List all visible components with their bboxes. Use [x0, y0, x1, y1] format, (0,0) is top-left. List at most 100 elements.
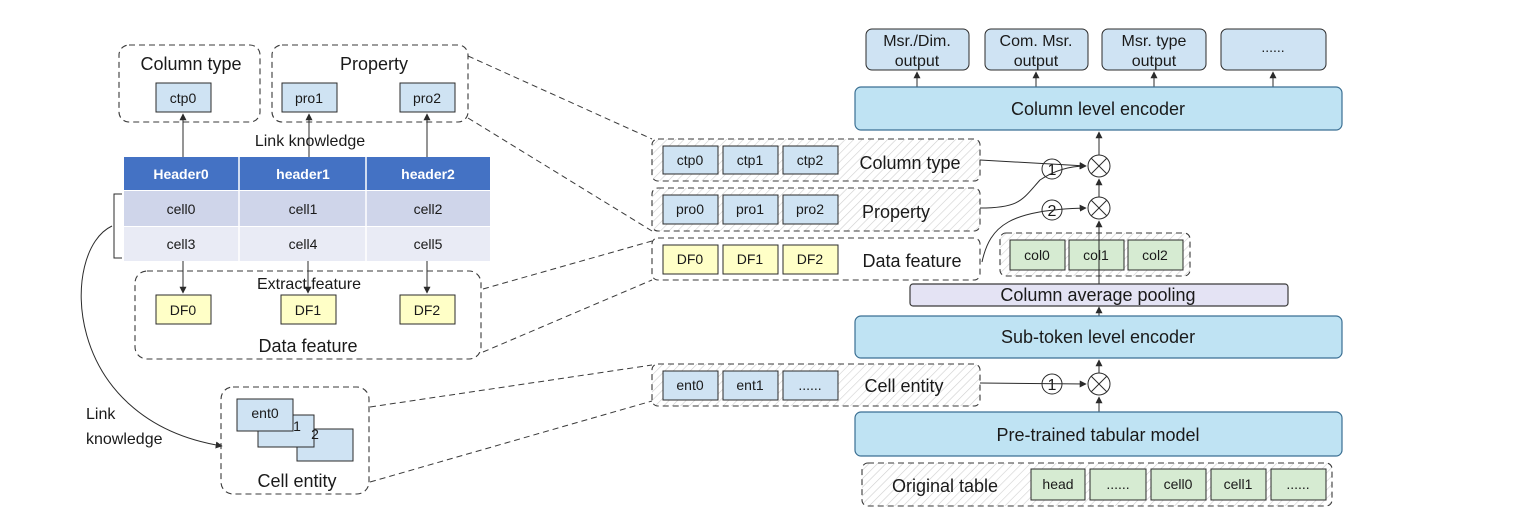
df1-box: [280, 294, 337, 325]
property-group: [271, 44, 469, 123]
mid-df1: [722, 244, 779, 275]
mid-df1-label: DF1: [737, 251, 764, 267]
data-feature-title: Data feature: [258, 336, 357, 356]
table-cell: cell5: [414, 236, 443, 252]
pro2-box: [399, 82, 456, 113]
output-box-com-msr: [984, 28, 1089, 71]
orig-ellipsis1-box: [1089, 468, 1147, 501]
mid-data-feature-group: [651, 237, 981, 281]
orig-cell0-box: [1150, 468, 1207, 501]
mid-data-feature-label: Data feature: [862, 251, 961, 271]
mid-column-type-label: Column type: [859, 153, 960, 173]
mid-pro1-label: pro1: [736, 201, 764, 217]
table-cell: cell1: [289, 201, 318, 217]
sub-token-level-encoder-label: Sub-token level encoder: [1001, 327, 1195, 347]
cell-entity-title: Cell entity: [257, 471, 336, 491]
table-cell: cell0: [167, 201, 196, 217]
output-box-msr-dim: [865, 28, 970, 71]
orig-ellipsis2-box: [1270, 468, 1327, 501]
column-level-encoder-label: Column level encoder: [1011, 99, 1185, 119]
property-title: Property: [340, 54, 408, 74]
mid-ent0-label: ent0: [676, 377, 703, 393]
table-header-2: header2: [401, 166, 455, 182]
extract-feature-label: Extract feature: [257, 276, 361, 293]
pro1-box: [281, 82, 338, 113]
ent0-label: ent0: [251, 405, 278, 421]
mid-ctp2-label: ctp2: [797, 152, 824, 168]
mid-pro2-label: pro2: [796, 201, 824, 217]
mid-df2-label: DF2: [797, 251, 824, 267]
cell-entity-group: [220, 386, 370, 495]
df2-box: [399, 294, 456, 325]
output-msr-type-line1: Msr. type: [1122, 33, 1187, 50]
table-cell: cell2: [414, 201, 443, 217]
column-type-group: [118, 44, 261, 123]
link-knowledge-side-1: Link: [86, 406, 116, 423]
col1-label: col1: [1083, 247, 1109, 263]
ent2-partial: 2: [311, 426, 319, 442]
orig-ellipsis2-label: ......: [1286, 476, 1309, 492]
mid-ctp0: [662, 145, 719, 175]
col1-box: [1068, 239, 1125, 271]
orig-ellipsis1-label: ......: [1106, 476, 1129, 492]
output-box-more: [1220, 28, 1327, 71]
right-panel: Msr./Dim. output Com. Msr. output Msr. t…: [854, 28, 1343, 507]
df2-label: DF2: [414, 302, 441, 318]
mid-df2: [782, 244, 839, 275]
mid-pro2: [782, 194, 839, 225]
sub-token-level-encoder: [854, 315, 1343, 359]
mid-ent1-label: ent1: [736, 377, 763, 393]
mid-pro0: [662, 194, 719, 225]
ent1-partial: 1: [293, 418, 301, 434]
pro1-label: pro1: [295, 90, 323, 106]
mid-ent1: [722, 370, 779, 401]
link-knowledge-side-2: knowledge: [86, 431, 163, 448]
mid-pro1: [722, 194, 779, 225]
table-row: [124, 227, 490, 261]
mid-ent0: [662, 370, 719, 401]
output-com-msr-line1: Com. Msr.: [1000, 33, 1073, 50]
marker-1-bottom-label: 1: [1048, 377, 1057, 394]
pretrained-tabular-model: [854, 411, 1343, 457]
mid-df0-label: DF0: [677, 251, 704, 267]
col2-box: [1127, 239, 1184, 271]
link-knowledge-top: Link knowledge: [255, 133, 365, 150]
table-row: [124, 191, 490, 226]
column-average-pooling-label: Column average pooling: [1000, 285, 1195, 305]
marker-2-label: 2: [1048, 203, 1057, 220]
orig-head-box: [1030, 468, 1086, 501]
output-more-label: ......: [1261, 39, 1284, 55]
middle-panel: ctp0 ctp1 ctp2 Column type pro0 pro1 pro…: [651, 138, 981, 407]
mid-ctp0-label: ctp0: [677, 152, 704, 168]
output-box-msr-type: [1101, 28, 1207, 71]
mid-ent2: [782, 370, 839, 401]
output-msr-dim-line2: output: [895, 53, 940, 70]
output-com-msr-line2: output: [1014, 53, 1059, 70]
ent-stack-front: [236, 398, 294, 432]
mid-ctp1-label: ctp1: [737, 152, 764, 168]
left-panel: Column type ctp0 Property pro1 pro2 Link…: [80, 44, 490, 495]
original-table-label: Original table: [892, 476, 998, 496]
mid-cell-entity-label: Cell entity: [864, 376, 943, 396]
mid-property-label: Property: [862, 202, 930, 222]
mid-ent2-label: ......: [798, 377, 821, 393]
table-cell: cell3: [167, 236, 196, 252]
column-type-title: Column type: [140, 54, 241, 74]
mid-ctp2: [782, 145, 839, 175]
marker-1-top-label: 1: [1048, 162, 1057, 179]
orig-cell1-box: [1210, 468, 1267, 501]
table-header-1: header1: [276, 166, 330, 182]
df0-label: DF0: [170, 302, 197, 318]
ctp0-box: [155, 82, 212, 113]
table-header-row: [124, 157, 490, 190]
col0-label: col0: [1024, 247, 1050, 263]
orig-cell0-label: cell0: [1164, 476, 1193, 492]
pro2-label: pro2: [413, 90, 441, 106]
df0-box: [155, 294, 212, 325]
mid-df0: [662, 244, 719, 275]
column-level-encoder: [854, 86, 1343, 131]
mid-ctp1: [722, 145, 779, 175]
output-msr-type-line2: output: [1132, 53, 1177, 70]
output-msr-dim-line1: Msr./Dim.: [883, 33, 951, 50]
column-average-pooling: [909, 283, 1289, 307]
